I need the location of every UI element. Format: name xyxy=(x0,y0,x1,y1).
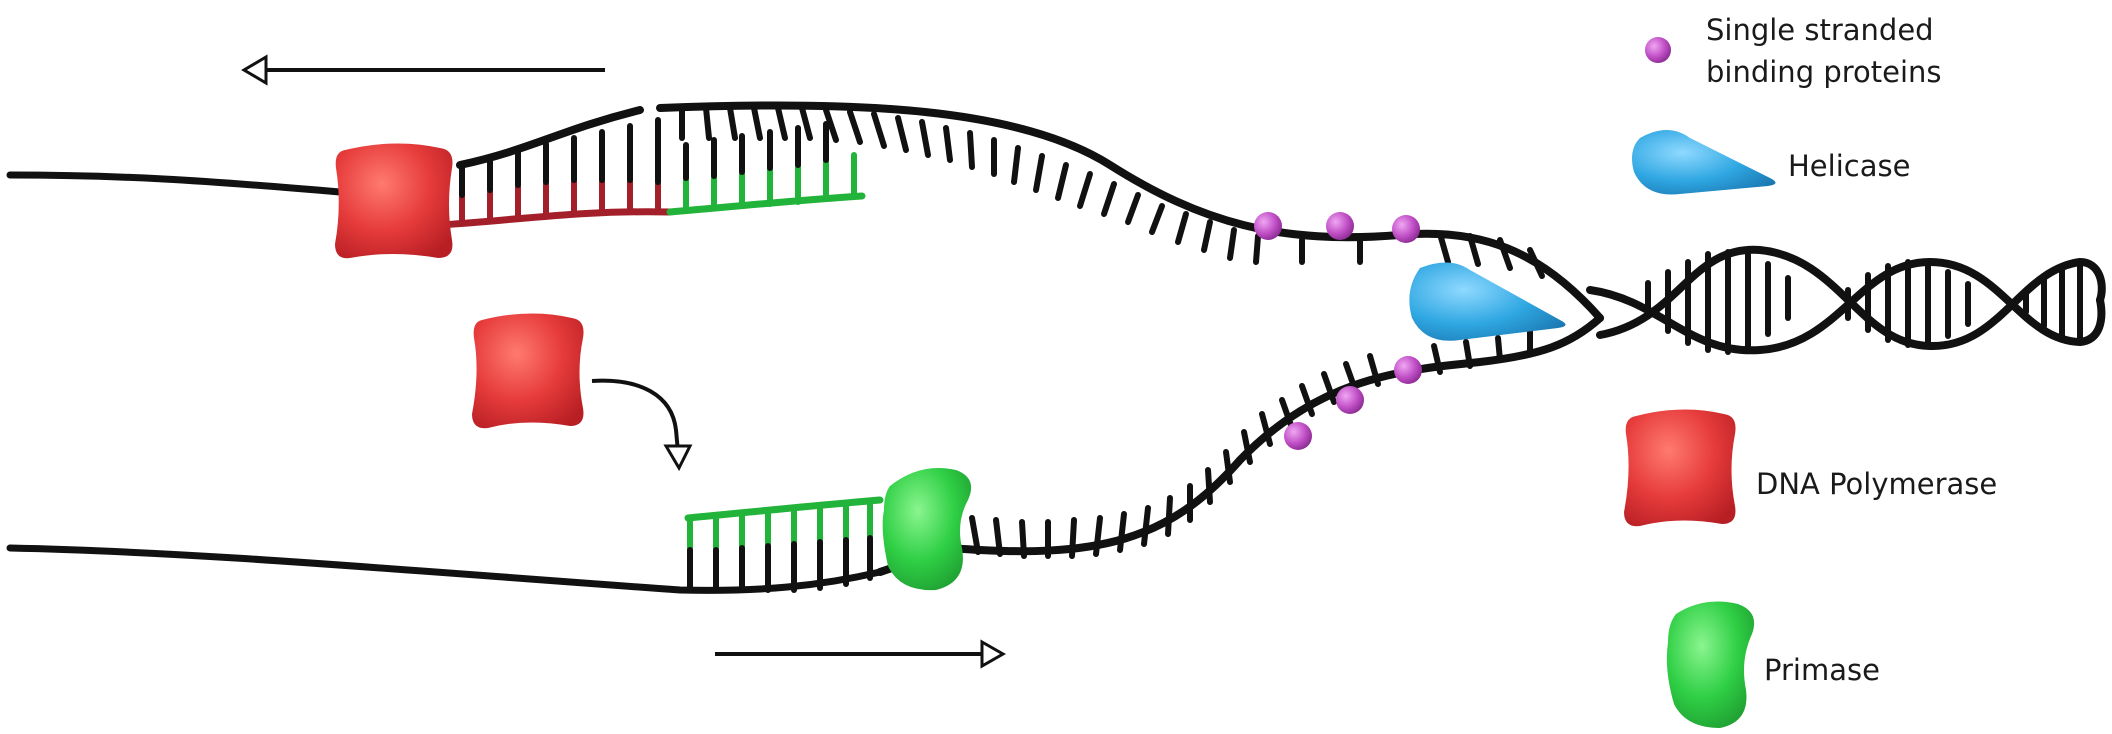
legend-helicase: Helicase xyxy=(1632,130,1910,195)
ssb-protein xyxy=(1326,212,1354,240)
upper-template-bases xyxy=(682,108,1542,276)
ssb-protein xyxy=(1394,356,1422,384)
legend-ssb-label-line2: binding proteins xyxy=(1706,55,1942,89)
legend-ssb-label-line1: Single stranded xyxy=(1706,13,1934,47)
legend-primase-label: Primase xyxy=(1764,653,1880,687)
ssb-protein xyxy=(1284,422,1312,450)
dna-polymerase-floating xyxy=(472,313,584,428)
right-arrow-icon xyxy=(715,642,1003,666)
lower-new-strand xyxy=(10,500,880,590)
legend-polymerase-label: DNA Polymerase xyxy=(1756,467,1997,501)
ssb-protein xyxy=(1254,212,1282,240)
ssb-protein xyxy=(1392,215,1420,243)
left-arrow-icon xyxy=(244,57,605,83)
legend-primase: Primase xyxy=(1667,602,1880,728)
legend-polymerase: DNA Polymerase xyxy=(1624,409,1997,526)
single-stranded-binding-proteins xyxy=(1254,212,1422,450)
lower-template-strand xyxy=(880,318,1600,572)
polymerase-legend-icon xyxy=(1624,409,1736,526)
dna-polymerase-on-strand xyxy=(335,143,453,258)
primase-on-strand xyxy=(883,468,971,590)
helicase-legend-icon xyxy=(1632,130,1776,195)
primase-legend-icon xyxy=(1667,602,1754,728)
legend-ssb: Single stranded binding proteins xyxy=(1645,13,1942,89)
ssb-protein xyxy=(1336,386,1364,414)
ssb-legend-icon xyxy=(1645,37,1671,63)
double-helix xyxy=(1590,250,2102,352)
legend-helicase-label: Helicase xyxy=(1788,149,1910,183)
legend: Single stranded binding proteins Helicas… xyxy=(1624,13,1997,728)
curved-arrow-icon xyxy=(592,381,690,468)
